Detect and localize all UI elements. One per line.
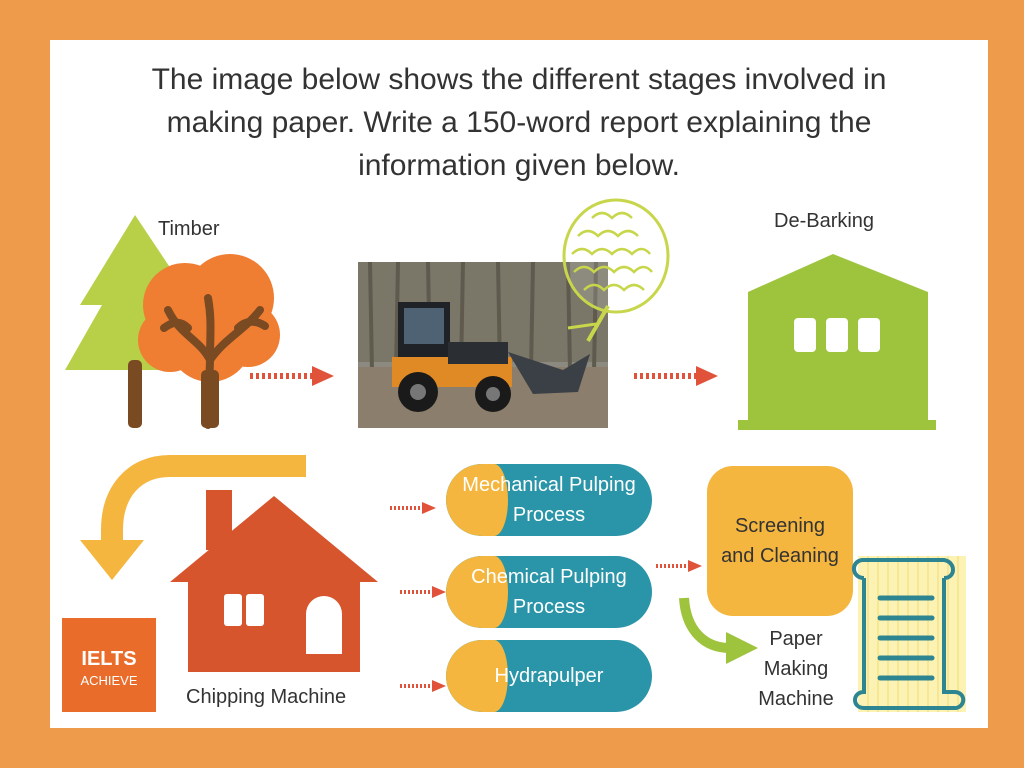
paper-line-3: Machine — [758, 688, 834, 710]
arrow-right-icon — [656, 560, 702, 572]
screening-line-2: and Cleaning — [721, 545, 839, 567]
screening-and-cleaning: Screening and Cleaning — [707, 466, 853, 616]
arrow-right-icon — [400, 680, 446, 692]
paper-making-machine-label: Paper Making Machine — [754, 624, 838, 714]
chipping-machine-label: Chipping Machine — [186, 686, 347, 708]
hydrapulper: Hydrapulper — [446, 640, 652, 712]
paper-line-2: Making — [763, 658, 829, 680]
arrow-right-icon — [390, 502, 436, 514]
hydrapulper-label: Hydrapulper — [494, 665, 604, 687]
chipping-machine-house-icon — [170, 490, 378, 672]
green-curved-arrow-icon — [679, 597, 758, 664]
timber-label: Timber — [158, 218, 220, 240]
arrow-right-icon — [250, 366, 334, 386]
logo-line-1: IELTS — [81, 648, 137, 670]
debarking-label: De-Barking — [774, 210, 875, 232]
logo-line-2: ACHIEVE — [80, 673, 138, 688]
prompt-line-3: information given below. — [358, 149, 680, 182]
timber-trees-icon — [65, 215, 280, 429]
screening-line-1: Screening — [734, 515, 826, 537]
mechanical-line-1: Mechanical Pulping — [462, 474, 636, 496]
chemical-pulping-process: Chemical Pulping Process — [446, 556, 652, 628]
prompt-line-2: making paper. Write a 150-word report ex… — [166, 106, 872, 139]
mechanical-pulping-process: Mechanical Pulping Process — [446, 464, 652, 536]
mechanical-line-2: Process — [512, 504, 586, 526]
ielts-achieve-logo: IELTS ACHIEVE ® — [62, 618, 201, 712]
paper-line-1: Paper — [769, 628, 823, 650]
debarking-building-icon — [738, 254, 936, 430]
chemical-line-2: Process — [512, 596, 586, 618]
arrow-right-icon — [634, 366, 718, 386]
leaf-outline-icon — [562, 198, 670, 342]
loader-photo — [358, 262, 608, 428]
chemical-line-1: Chemical Pulping — [471, 566, 627, 588]
curved-arrow-icon — [80, 455, 306, 580]
paper-scroll-icon — [852, 556, 966, 712]
task-prompt: The image below shows the different stag… — [60, 58, 978, 187]
prompt-line-1: The image below shows the different stag… — [151, 63, 887, 96]
arrow-right-icon — [400, 586, 446, 598]
